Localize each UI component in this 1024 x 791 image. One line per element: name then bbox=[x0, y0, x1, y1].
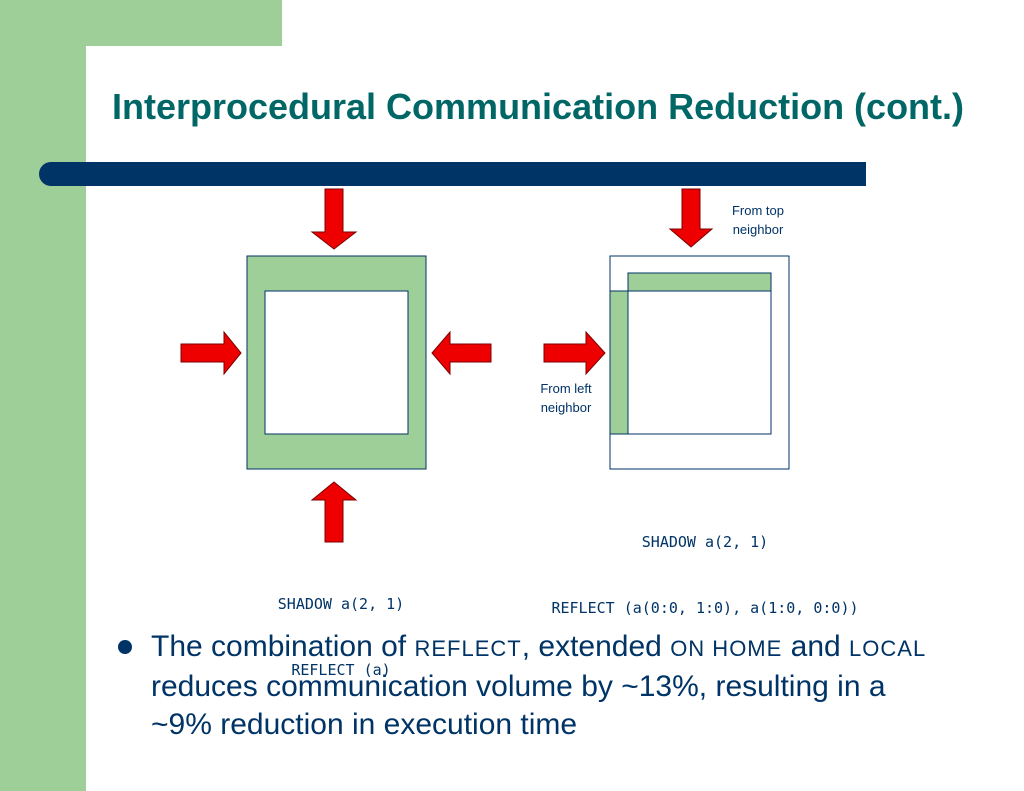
bullet-text-part2: , extended bbox=[521, 630, 671, 663]
right-code-caption: SHADOW a(2, 1) REFLECT (a(0:0, 1:0), a(1… bbox=[500, 487, 910, 641]
left-local-block bbox=[264, 290, 409, 435]
top-green-band bbox=[86, 0, 282, 46]
arrow-down-top-icon bbox=[310, 188, 358, 250]
right-code-line1: SHADOW a(2, 1) bbox=[641, 533, 769, 551]
keyword-local: LOCAL bbox=[849, 636, 927, 661]
left-green-band bbox=[0, 0, 86, 791]
top-note-line2: neighbor bbox=[732, 222, 784, 237]
left-code-line2: REFLECT (a) bbox=[291, 661, 391, 679]
right-code-line2: REFLECT (a(0:0, 1:0), a(1:0, 0:0)) bbox=[551, 599, 859, 617]
left-code-caption: SHADOW a(2, 1) REFLECT (a) bbox=[236, 549, 446, 703]
left-note-line2: neighbor bbox=[540, 400, 592, 415]
rounded-corner bbox=[86, 46, 346, 146]
bullet-item: The combination of REFLECT, extended ON … bbox=[118, 628, 938, 744]
left-shadow-strip bbox=[609, 290, 629, 435]
arrow-left-right-icon bbox=[431, 330, 492, 376]
from-left-neighbor-label: From left neighbor bbox=[526, 379, 606, 417]
arrow-up-bottom-icon bbox=[310, 481, 358, 543]
bullet-text-part3: and bbox=[782, 630, 850, 663]
title-underline-bar bbox=[39, 162, 866, 186]
arrow-right-from-left-icon bbox=[543, 330, 606, 376]
from-top-neighbor-label: From top neighbor bbox=[716, 201, 800, 239]
left-note-line1: From left bbox=[540, 381, 592, 396]
right-local-block bbox=[627, 290, 772, 435]
slide-title: Interprocedural Communication Reduction … bbox=[112, 86, 965, 127]
keyword-on-home: ON HOME bbox=[670, 636, 783, 661]
bullet-text-part4: reduces communication volume by ~13%, re… bbox=[151, 670, 886, 741]
bullet-text-part1: The combination of bbox=[151, 630, 415, 663]
bullet-text: The combination of REFLECT, extended ON … bbox=[151, 628, 938, 744]
bullet-dot-icon bbox=[118, 640, 132, 654]
arrow-right-left-icon bbox=[180, 330, 242, 376]
top-shadow-strip bbox=[627, 272, 772, 292]
left-code-line1: SHADOW a(2, 1) bbox=[277, 595, 405, 613]
top-note-line1: From top bbox=[731, 203, 784, 218]
keyword-reflect: REFLECT bbox=[414, 636, 522, 661]
arrow-down-from-top-icon bbox=[668, 188, 714, 248]
